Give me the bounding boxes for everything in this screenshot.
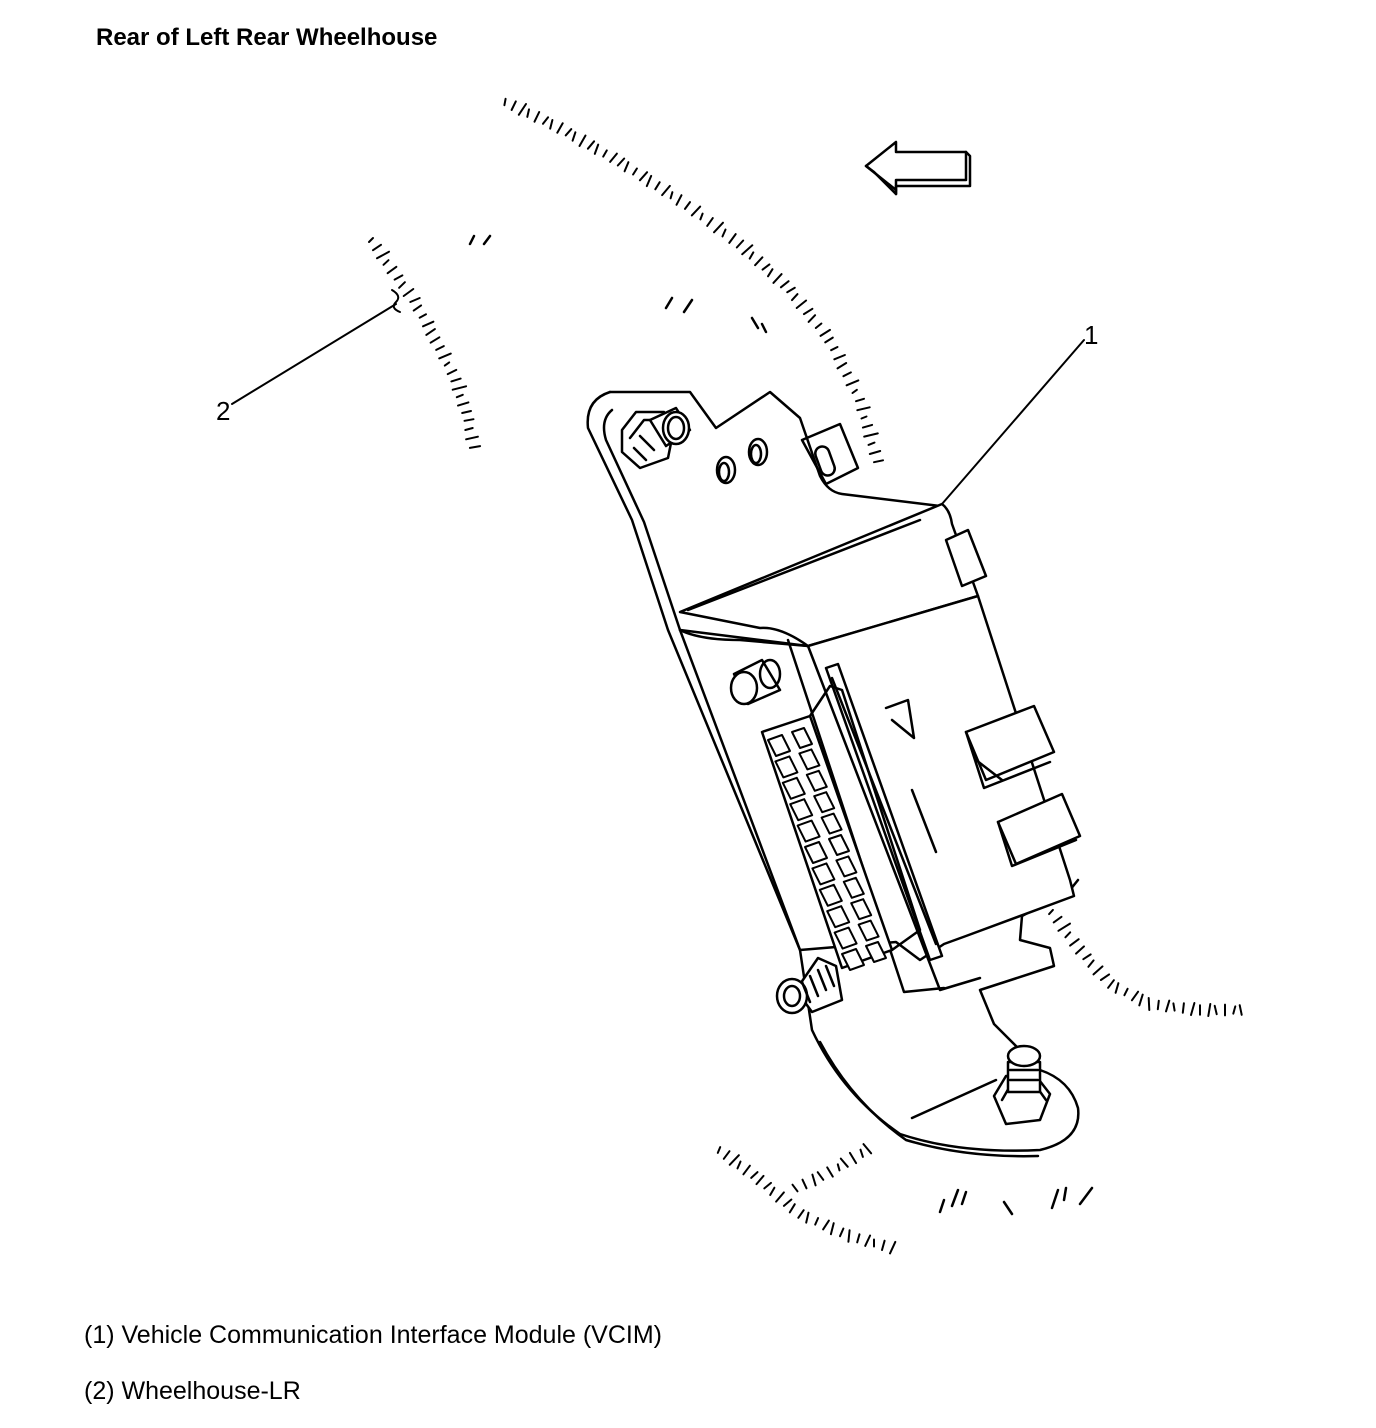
legend-item-wheelhouse: (2) Wheelhouse-LR	[84, 1377, 301, 1405]
wheelhouse-inner-arc	[368, 237, 482, 449]
connector-icon	[964, 704, 1082, 868]
callout-1-leader	[941, 339, 1085, 505]
wheelhouse-outer-arc	[503, 97, 884, 464]
hex-nut-icon	[775, 956, 844, 1015]
callout-2-number: 2	[216, 396, 230, 426]
surface-ticks	[468, 234, 1094, 1216]
callout-2-hook	[391, 289, 401, 313]
wheelhouse-lower-arc	[1048, 908, 1243, 1017]
arrow-left-icon	[864, 140, 972, 196]
main-harness-connector	[760, 684, 922, 971]
vcim-module	[678, 502, 1076, 994]
vcim-location-diagram: 1 2	[216, 97, 1243, 1255]
hex-nut-icon	[992, 1044, 1052, 1126]
legend-item-vcim: (1) Vehicle Communication Interface Modu…	[84, 1321, 663, 1349]
wheelhouse-bottom-arc	[716, 1143, 897, 1255]
hex-nut-icon	[620, 406, 692, 470]
diagram-title: Rear of Left Rear Wheelhouse	[96, 24, 438, 51]
callout-2-leader	[231, 303, 397, 405]
callout-1-number: 1	[1084, 320, 1098, 350]
